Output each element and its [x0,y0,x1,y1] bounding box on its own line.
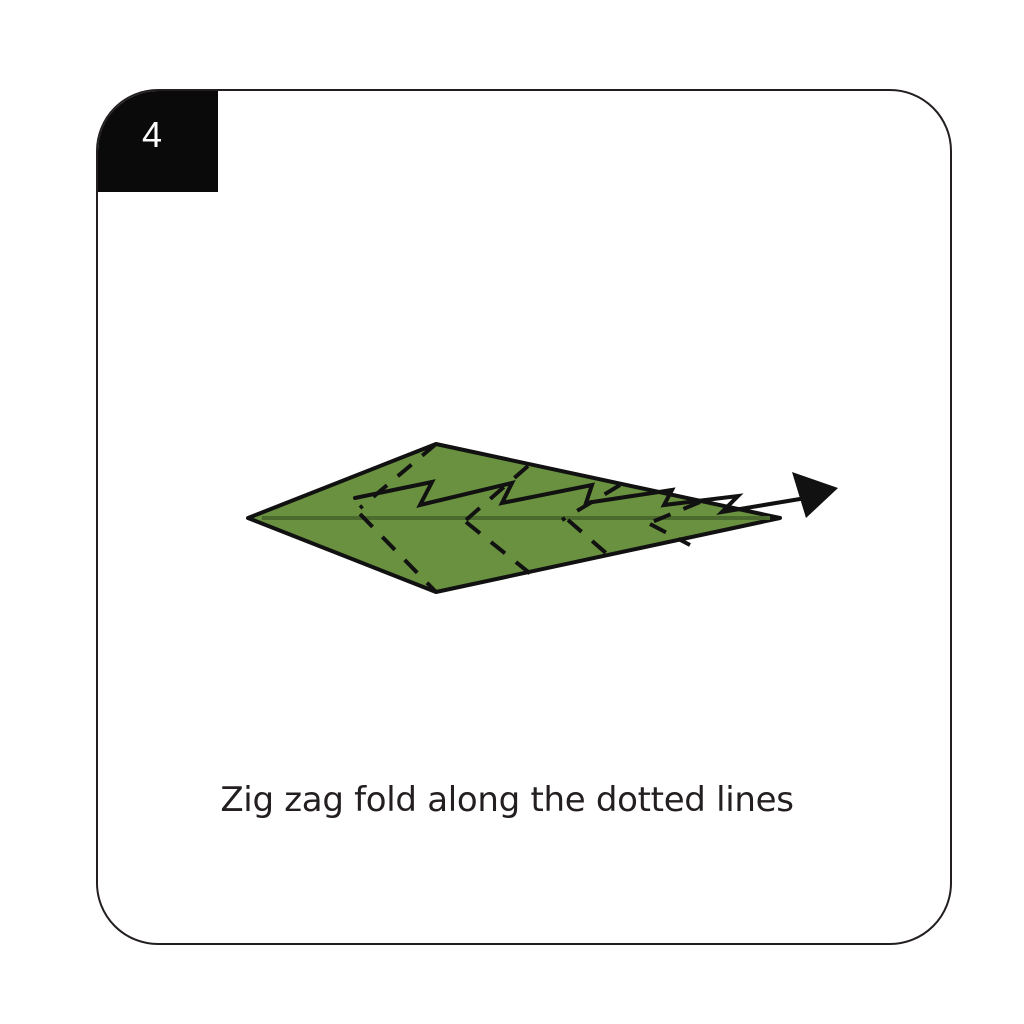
instruction-caption: Zig zag fold along the dotted lines [220,780,794,820]
step-number: 4 [141,113,163,155]
step-badge: 4 [98,91,218,192]
